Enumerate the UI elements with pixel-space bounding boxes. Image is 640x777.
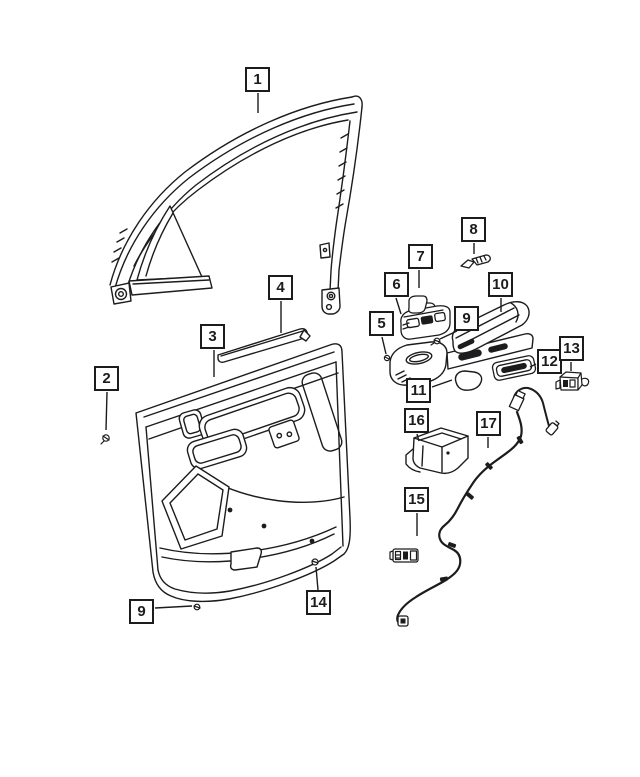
inside-handle-bezel-drawing <box>389 333 534 386</box>
leader-line-6 <box>395 297 402 315</box>
leader-line-11 <box>431 379 453 388</box>
window-switch-panel-drawing <box>400 302 451 340</box>
screw-callout-9-upper <box>430 337 441 346</box>
belt-molding-drawing <box>217 327 311 363</box>
leader-line-2 <box>105 391 108 431</box>
leader-line-5 <box>381 336 387 355</box>
switch-15-drawing <box>389 548 419 563</box>
callout-box-2[interactable]: 2 <box>94 366 119 391</box>
leader-line-9-lower <box>154 605 193 609</box>
armrest-drawing <box>451 301 530 354</box>
switch-pocket-pad-drawing <box>408 295 428 314</box>
callout-box-9-upper[interactable]: 9 <box>454 306 479 331</box>
screw-callout-2 <box>100 434 110 445</box>
callout-box-3[interactable]: 3 <box>200 324 225 349</box>
callout-box-15[interactable]: 15 <box>404 487 429 512</box>
screw-fasteners <box>100 337 441 611</box>
callout-box-4[interactable]: 4 <box>268 275 293 300</box>
callout-box-1[interactable]: 1 <box>245 67 270 92</box>
retainer-clip-drawing <box>460 254 491 269</box>
applique-drawing <box>491 355 537 381</box>
leader-line-14 <box>315 566 319 591</box>
screw-callout-9-lower <box>193 603 201 611</box>
callout-box-8[interactable]: 8 <box>461 217 486 242</box>
handle-cup-insert-drawing <box>454 370 483 391</box>
door-trim-panel-drawing <box>135 343 351 603</box>
switch-13-drawing <box>555 371 590 391</box>
callout-box-17[interactable]: 17 <box>476 411 501 436</box>
callout-box-5[interactable]: 5 <box>369 311 394 336</box>
leader-line-12 <box>529 363 537 368</box>
screw-callout-14 <box>311 558 319 566</box>
wiring-harness-drawing <box>396 386 560 627</box>
leader-lines <box>105 93 572 609</box>
callout-box-16[interactable]: 16 <box>404 408 429 433</box>
callout-box-14[interactable]: 14 <box>306 590 331 615</box>
callout-box-13[interactable]: 13 <box>559 336 584 361</box>
callout-box-11[interactable]: 11 <box>406 378 431 403</box>
callout-box-6[interactable]: 6 <box>384 272 409 297</box>
window-frame-molding-drawing <box>109 95 363 315</box>
leader-line-9-upper <box>439 330 458 340</box>
leader-line-16 <box>416 433 420 442</box>
storage-bin-drawing <box>405 427 469 475</box>
callout-box-7[interactable]: 7 <box>408 244 433 269</box>
callout-box-10[interactable]: 10 <box>488 272 513 297</box>
screw-callout-5 <box>383 354 391 362</box>
callout-box-9-lower[interactable]: 9 <box>129 599 154 624</box>
callout-box-12[interactable]: 12 <box>537 349 562 374</box>
